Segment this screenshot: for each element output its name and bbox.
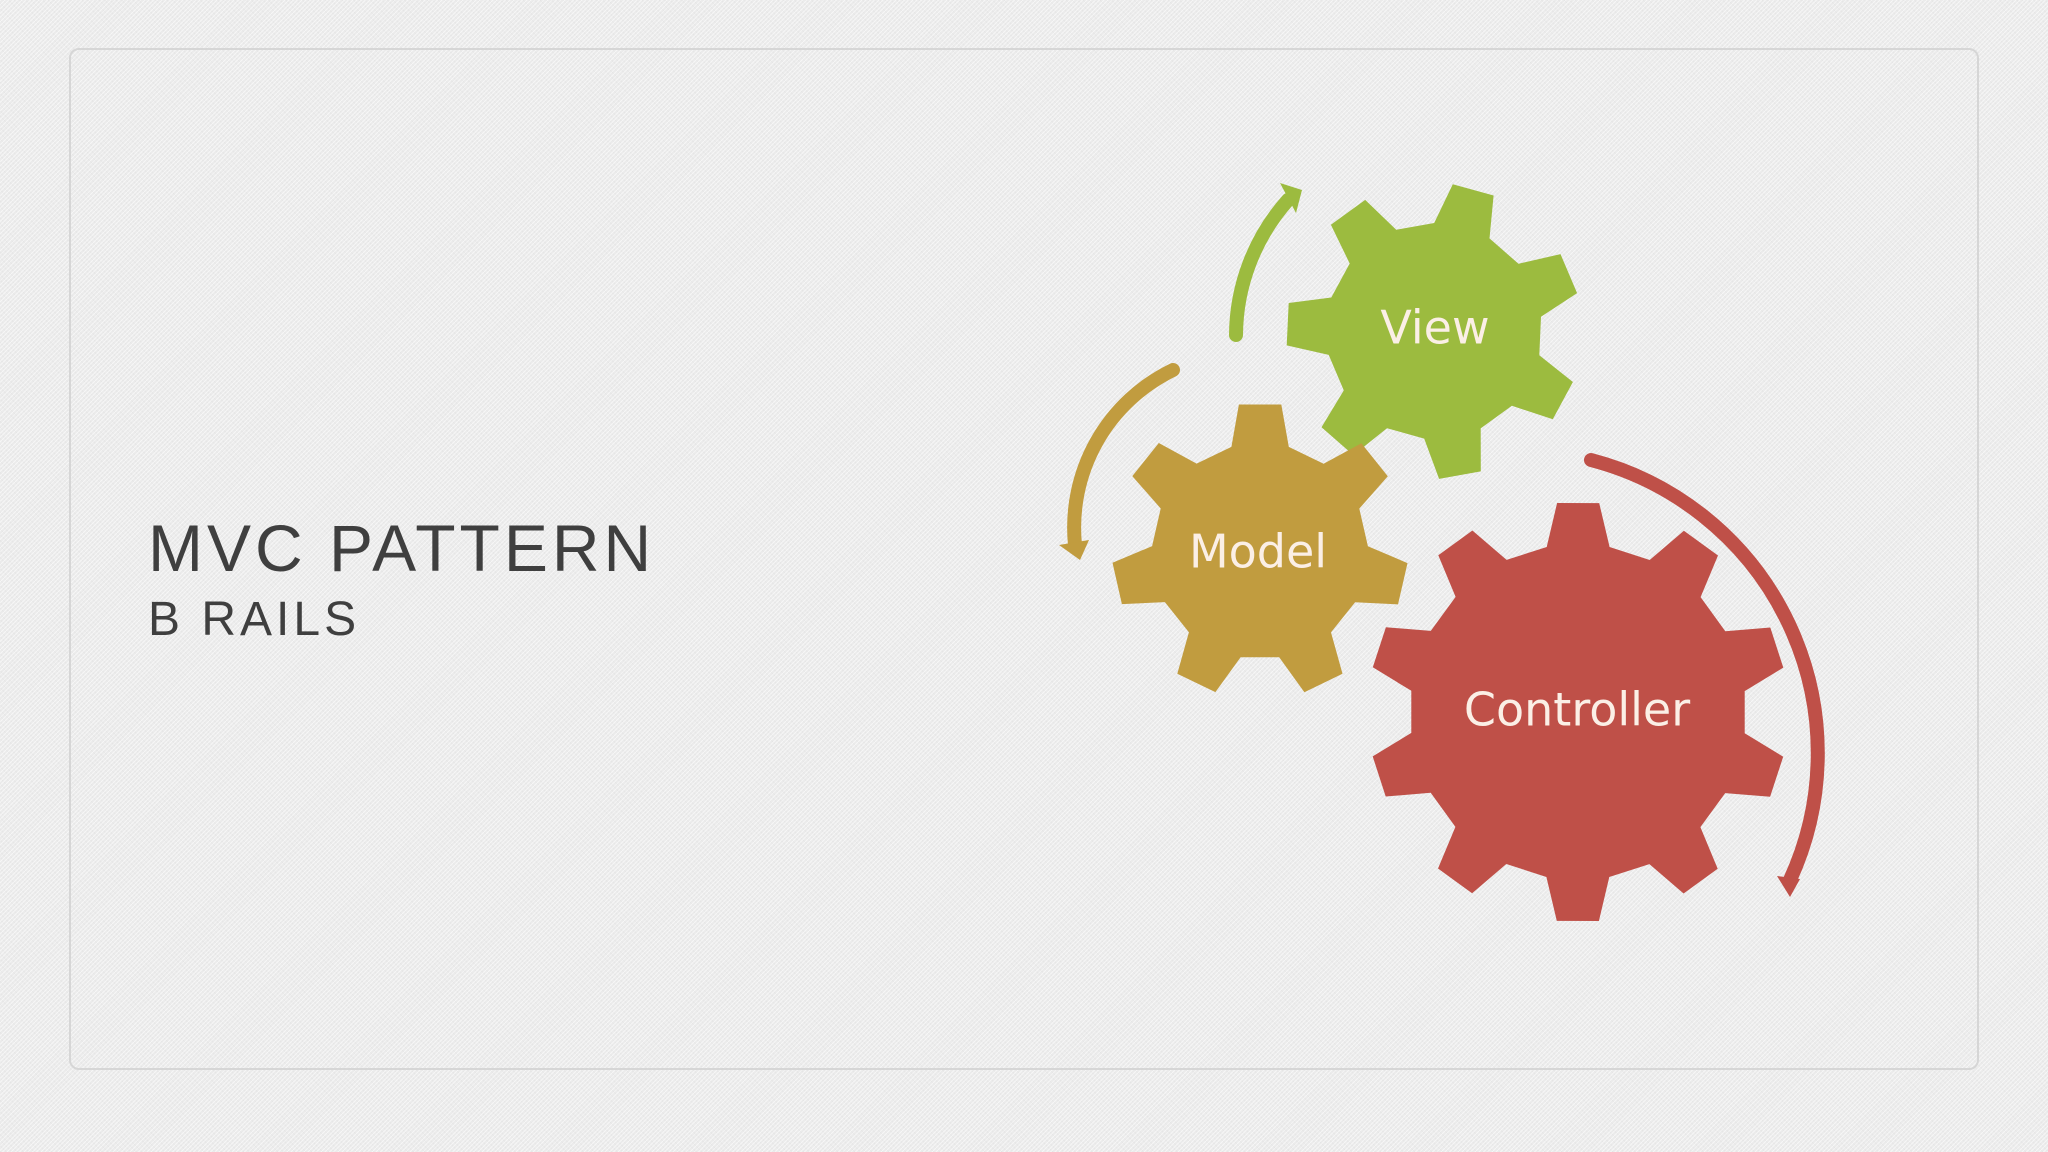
gear-model-shape — [1112, 404, 1408, 693]
gear-controller-shape — [1372, 503, 1784, 921]
gear-view-label: View — [1380, 301, 1489, 355]
title-block: MVC PATTERN B RAILS — [148, 508, 655, 650]
gear-model-label: Model — [1189, 525, 1327, 579]
arrow-controller-arc — [1584, 453, 1825, 887]
gear-model: Model — [1112, 404, 1408, 693]
slide-frame — [69, 48, 1979, 1070]
arrow-view-head — [1280, 183, 1302, 213]
arrow-model-head — [1059, 540, 1089, 560]
arrow-view-arc — [1229, 193, 1295, 342]
gear-controller-label: Controller — [1464, 683, 1690, 737]
gear-controller: Controller — [1372, 503, 1784, 921]
gear-view-shape — [1286, 184, 1578, 479]
arrow-model — [1059, 363, 1180, 560]
arrow-view — [1229, 183, 1302, 342]
arrow-controller — [1584, 453, 1825, 897]
slide-subtitle: B RAILS — [148, 593, 361, 646]
arrow-controller-head — [1777, 876, 1800, 897]
arrow-model-arc — [1067, 363, 1180, 552]
gear-view: View — [1286, 184, 1578, 479]
slide-title: MVC PATTERN — [148, 511, 656, 585]
